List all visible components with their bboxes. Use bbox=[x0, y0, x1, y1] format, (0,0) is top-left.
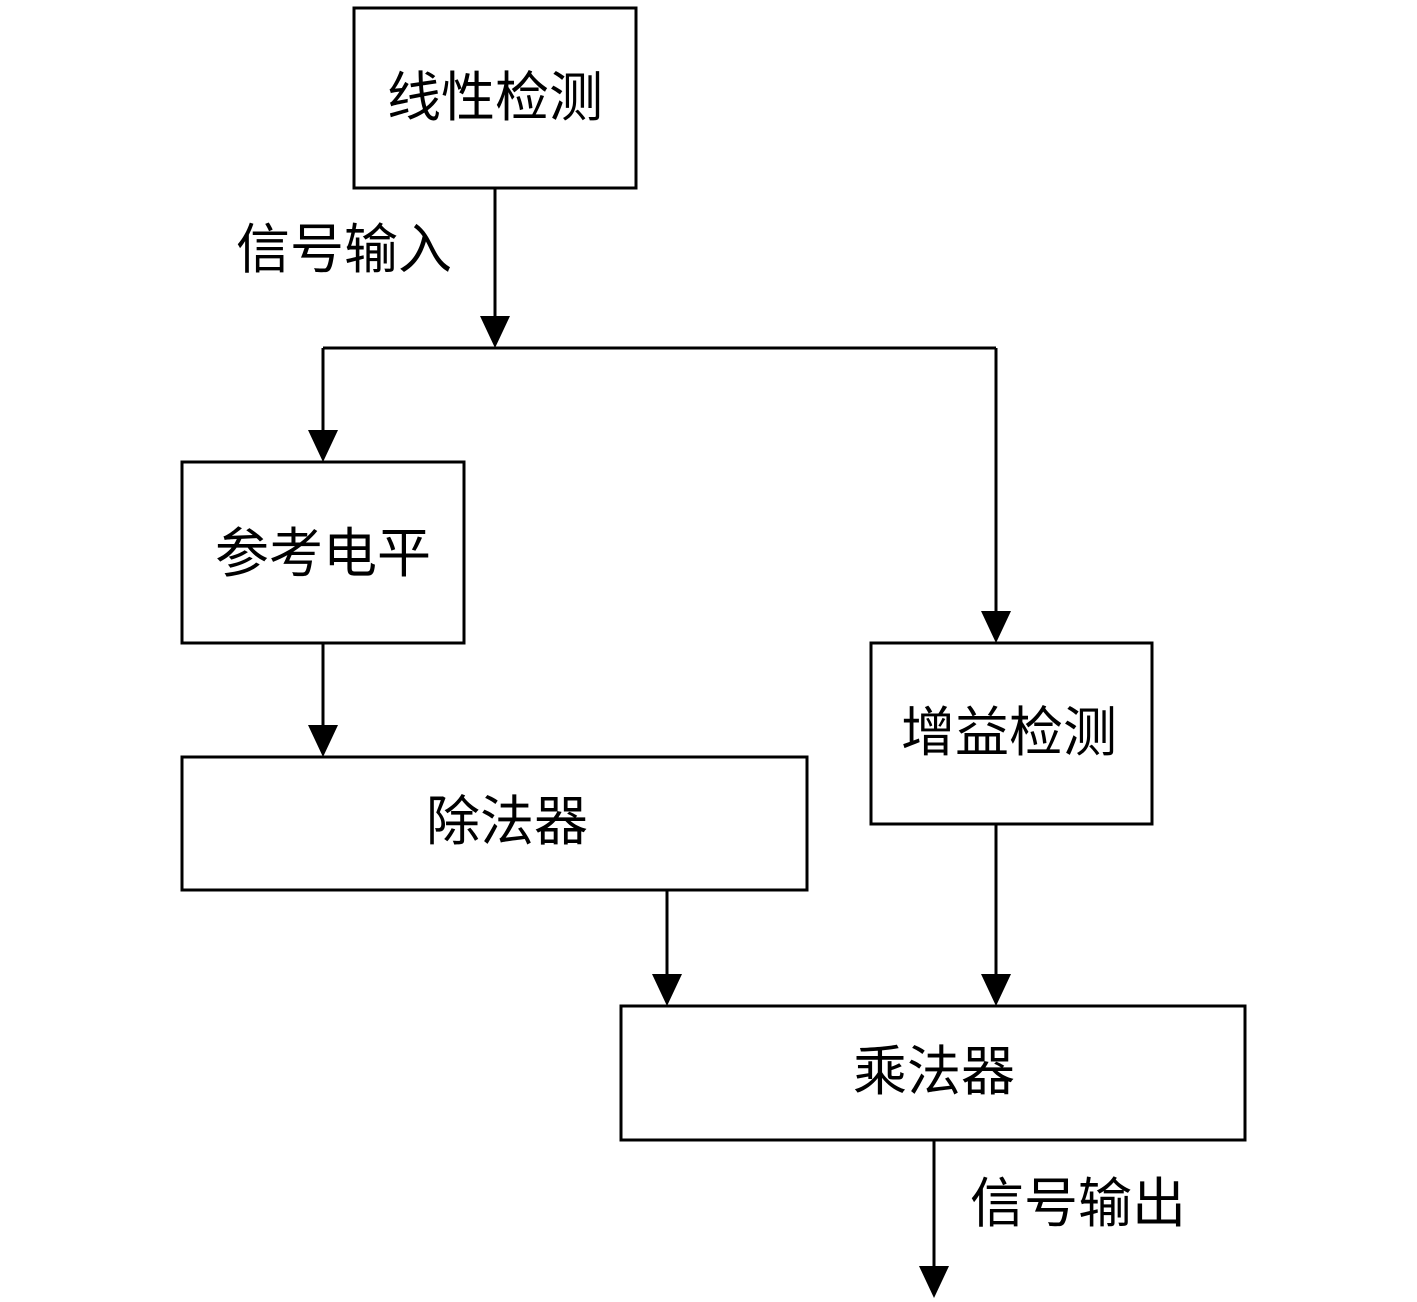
node-multiplier-box bbox=[619, 1004, 1247, 1142]
node-multiplier: 乘法器 bbox=[619, 1004, 1247, 1142]
label-signal-output: 信号输出 bbox=[970, 1172, 1186, 1235]
node-reference-level: 参考电平 bbox=[180, 460, 466, 645]
node-reference-level-label: 参考电平 bbox=[215, 522, 431, 585]
label-signal-input: 信号输入 bbox=[236, 218, 452, 281]
node-gain-detect-box bbox=[869, 641, 1154, 826]
node-linear-detect-label: 线性检测 bbox=[387, 66, 603, 129]
arrowhead-linear-to-branch bbox=[480, 316, 510, 348]
node-divider-label: 除法器 bbox=[426, 790, 588, 853]
arrowhead-reference-to-divider bbox=[308, 725, 338, 757]
node-multiplier-label: 乘法器 bbox=[853, 1040, 1015, 1103]
node-linear-detect-box bbox=[352, 6, 638, 190]
arrowhead-gain-to-multiplier bbox=[981, 974, 1011, 1006]
node-divider-box bbox=[180, 755, 809, 892]
arrowhead-divider-to-multiplier bbox=[652, 974, 682, 1006]
node-reference-level-box bbox=[180, 460, 466, 645]
arrowhead-branch-to-gain bbox=[981, 611, 1011, 643]
arrowhead-branch-to-reference bbox=[308, 430, 338, 462]
node-gain-detect: 增益检测 bbox=[869, 641, 1154, 826]
node-divider: 除法器 bbox=[180, 755, 809, 892]
arrowhead-output bbox=[919, 1266, 949, 1298]
node-gain-detect-label: 增益检测 bbox=[901, 701, 1117, 764]
node-linear-detect: 线性检测 bbox=[352, 6, 638, 190]
